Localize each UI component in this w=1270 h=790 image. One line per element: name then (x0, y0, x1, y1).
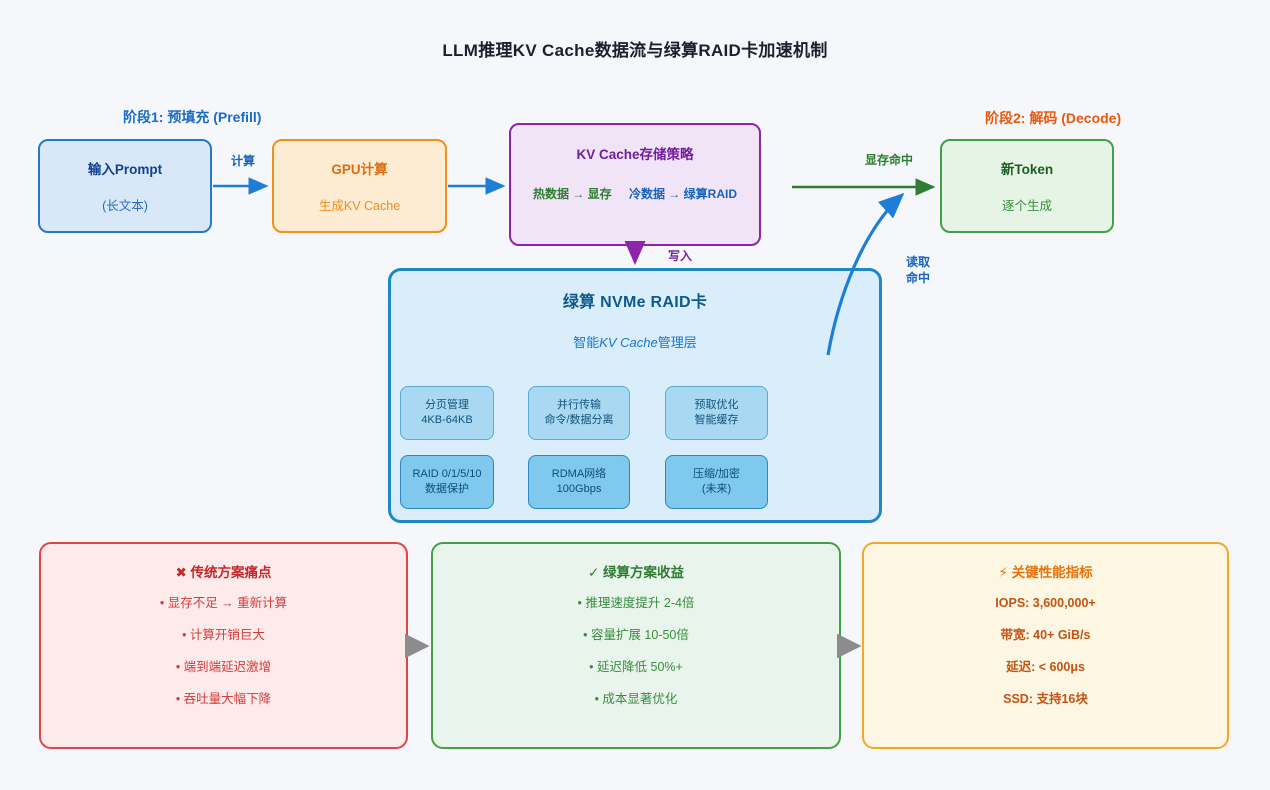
raid-subtitle-suffix: 管理层 (657, 335, 697, 350)
hot-data-label: 热数据 → 显存 (533, 187, 612, 201)
feature-line: (未来) (701, 483, 732, 495)
panel-title: ✓ 绿算方案收益 (588, 561, 684, 581)
edge-label-vram-hit: 显存命中 (864, 153, 913, 167)
feature-line: 4KB-64KB (421, 414, 473, 426)
feature-line: RDMA网络 (551, 467, 607, 480)
edge-label-read-hit: 读取 命中 (894, 254, 942, 286)
metric-item: SSD: 支持16块 (1003, 692, 1088, 706)
feature-line: 智能缓存 (694, 414, 739, 426)
panel-solution-benefits: ✓ 绿算方案收益 • 推理速度提升 2-4倍 • 容量扩展 10-50倍 • 延… (431, 542, 841, 749)
node-gpu-compute: GPU计算 生成KV Cache (272, 139, 447, 233)
edge-label-compute: 计算 (230, 154, 255, 168)
stage-label-prefill: 阶段1: 预填充 (Prefill) (123, 109, 262, 125)
list-item: • 端到端延迟激增 (175, 660, 272, 674)
list-item: • 容量扩展 10-50倍 (583, 628, 689, 642)
raid-subtitle-prefix: 智能 (573, 335, 600, 350)
feature-line: 命令/数据分离 (544, 414, 614, 426)
panel-title: ⚡ 关键性能指标 (998, 561, 1092, 581)
raid-subtitle-italic: KV Cache (599, 335, 658, 350)
list-item: • 推理速度提升 2-4倍 (577, 596, 695, 610)
panel-title: ✖ 传统方案痛点 (175, 561, 271, 581)
list-item: • 计算开销巨大 (182, 628, 265, 642)
raid-card-title: 绿算 NVMe RAID卡 (562, 294, 708, 311)
feature-rdma-network: RDMA网络 100Gbps (528, 455, 630, 509)
panel-title-text: 绿算方案收益 (603, 565, 685, 580)
node-raid-card: 绿算 NVMe RAID卡 智能KV Cache管理层 分页管理 4KB-64K… (388, 268, 882, 523)
stage-label-decode: 阶段2: 解码 (Decode) (985, 110, 1122, 126)
lightning-icon: ⚡ (998, 565, 1008, 580)
node-kv-cache-strategy: KV Cache存储策略 热数据 → 显存 冷数据 → 绿算RAID (509, 123, 761, 246)
feature-line: 分页管理 (425, 398, 469, 411)
edge-label-line: 读取 (905, 255, 930, 269)
list-item: • 成本显著优化 (594, 692, 678, 706)
kv-strategy-row: 热数据 → 显存 冷数据 → 绿算RAID (511, 185, 759, 202)
node-subtitle: 逐个生成 (1001, 199, 1052, 213)
node-title: GPU计算 (331, 162, 388, 177)
check-icon: ✓ (587, 565, 600, 580)
panel-title-text: 关键性能指标 (1011, 565, 1093, 580)
metric-item: 带宽: 40+ GiB/s (1000, 628, 1091, 642)
feature-line: 并行传输 (557, 398, 601, 411)
edge-label-write: 写入 (668, 249, 693, 263)
feature-line: RAID 0/1/5/10 (412, 467, 482, 480)
panel-traditional-pain-points: ✖ 传统方案痛点 • 显存不足 → 重新计算 • 计算开销巨大 • 端到端延迟激… (39, 542, 408, 749)
node-title: KV Cache存储策略 (576, 147, 694, 162)
panel-key-performance-metrics: ⚡ 关键性能指标 IOPS: 3,600,000+ 带宽: 40+ GiB/s … (862, 542, 1229, 749)
node-new-token: 新Token 逐个生成 (940, 139, 1114, 233)
x-icon: ✖ (175, 565, 187, 580)
node-subtitle: 生成KV Cache (318, 199, 401, 213)
feature-line: 压缩/加密 (692, 467, 741, 480)
list-item: • 吞吐量大幅下降 (175, 692, 272, 706)
edge-label-line: 命中 (905, 271, 930, 285)
feature-paging: 分页管理 4KB-64KB (400, 386, 494, 440)
feature-line: 预取优化 (694, 398, 739, 411)
node-input-prompt: 输入Prompt (长文本) (38, 139, 212, 233)
list-item: • 延迟降低 50%+ (589, 660, 683, 674)
feature-line: 100Gbps (556, 483, 602, 495)
node-title: 新Token (1000, 162, 1054, 177)
cold-data-label: 冷数据 → 绿算RAID (628, 187, 737, 201)
metric-item: 延迟: < 600μs (1006, 660, 1085, 674)
node-title: 输入Prompt (87, 162, 163, 177)
node-subtitle: (长文本) (102, 199, 148, 213)
page-title: LLM推理KV Cache数据流与绿算RAID卡加速机制 (442, 41, 828, 60)
list-item: • 显存不足 → 重新计算 (159, 596, 288, 610)
panel-title-text: 传统方案痛点 (190, 565, 272, 580)
feature-compress-encrypt: 压缩/加密 (未来) (665, 455, 768, 509)
feature-raid-protection: RAID 0/1/5/10 数据保护 (400, 455, 494, 509)
feature-line: 数据保护 (425, 483, 469, 495)
feature-prefetch: 预取优化 智能缓存 (665, 386, 768, 440)
raid-card-subtitle: 智能KV Cache管理层 (391, 332, 879, 351)
feature-parallel-transfer: 并行传输 命令/数据分离 (528, 386, 630, 440)
metric-item: IOPS: 3,600,000+ (995, 596, 1096, 610)
